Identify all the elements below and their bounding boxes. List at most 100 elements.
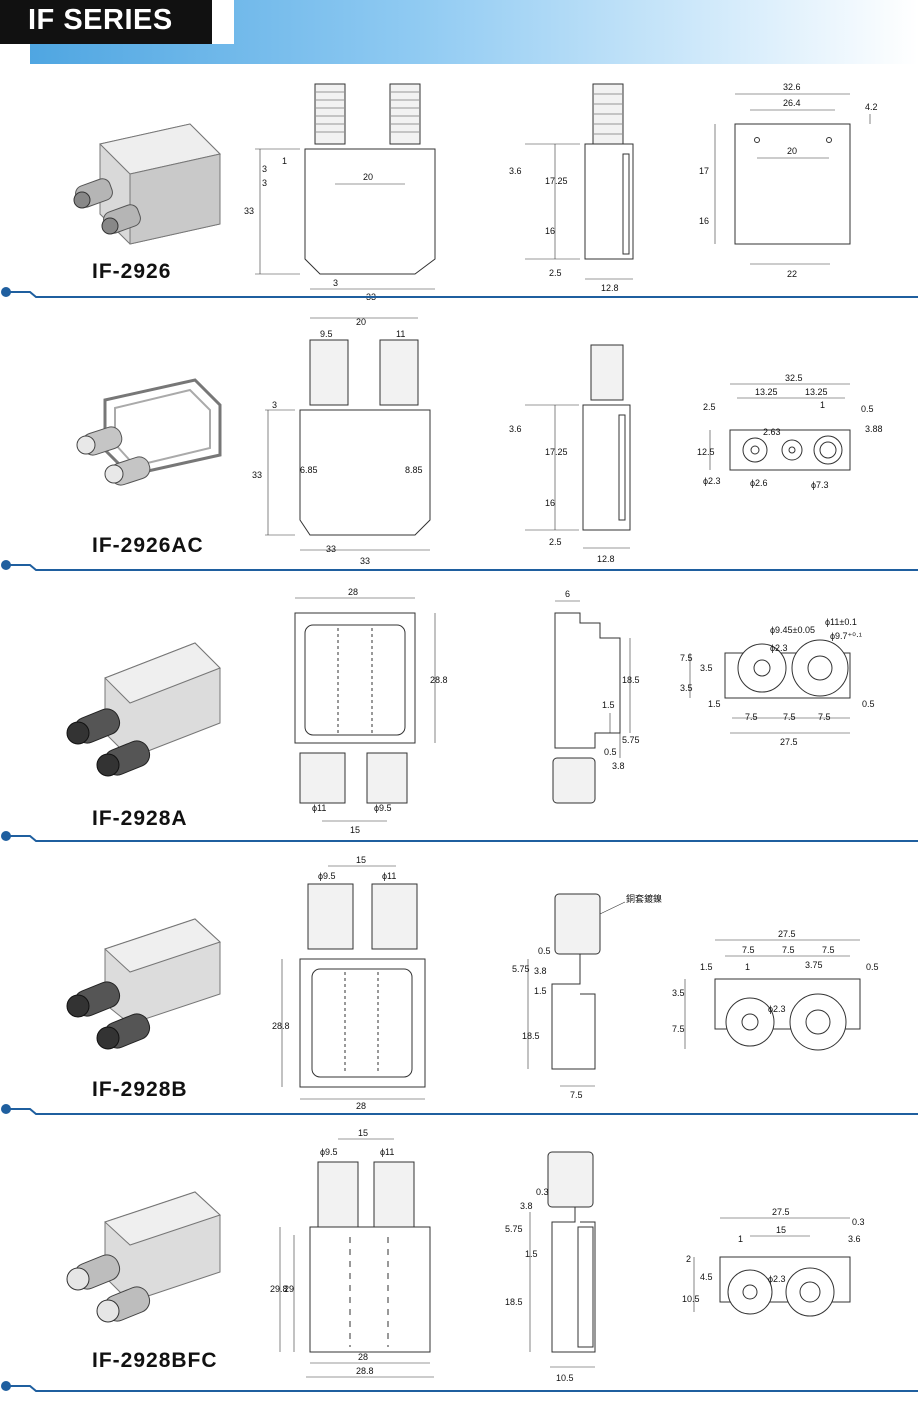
dim-label: 33 [252, 470, 262, 480]
dim-label: 7.5 [782, 945, 795, 955]
dim-label: 3.6 [509, 166, 522, 176]
dim-label: 6 [565, 589, 570, 599]
header-divider [212, 0, 234, 44]
dim-label: 7.5 [818, 712, 831, 722]
dim-label: 15 [356, 855, 366, 865]
dim-label: 7.5 [742, 945, 755, 955]
dim-label: 1 [745, 962, 750, 972]
dim-label: ϕ11 [382, 871, 396, 881]
dim-label: 7.5 [822, 945, 835, 955]
dim-label: 4.2 [865, 102, 878, 112]
page-header: IF SERIES [0, 0, 918, 64]
dim-label: 28 [348, 587, 358, 597]
dim-label: 1 [820, 400, 825, 410]
dim-label: 9.5 [320, 329, 333, 339]
dim-label: 1.5 [525, 1249, 538, 1259]
dim-label: ϕ9.5 [374, 803, 392, 813]
dim-label: 3.8 [534, 966, 547, 976]
model-name: IF-2926 [92, 260, 172, 283]
dim-label: 15 [358, 1128, 368, 1138]
dim-label: 20 [787, 146, 797, 156]
dim-label: 4.5 [700, 1272, 713, 1282]
dim-label: 1.5 [700, 962, 713, 972]
dim-label: ϕ2.3 [703, 476, 721, 486]
dim-label: ϕ2.3 [768, 1004, 786, 1014]
dim-label: 26.4 [783, 98, 801, 108]
dim-label: 18.5 [622, 675, 640, 685]
dim-label: 28.8 [356, 1366, 374, 1376]
dim-label: 15 [350, 825, 360, 835]
dim-label: ϕ9.5 [318, 871, 336, 881]
side-view-drawing: 銅套鍍鎳 0.5 5.75 3.8 1.5 18.5 7.5 [512, 893, 662, 1100]
front-view-drawing: 15 ϕ9.5 ϕ11 28.8 28 [272, 855, 426, 1111]
dim-label: 1 [282, 156, 287, 166]
dim-label: 28.8 [272, 1021, 290, 1031]
dim-label: 17.25 [545, 176, 568, 186]
dim-label: 7.5 [680, 653, 693, 663]
dim-label: 29.8 [270, 1284, 288, 1294]
page-title: IF SERIES [28, 4, 173, 36]
dim-label: 33 [360, 556, 370, 566]
dim-label: 3.8 [612, 761, 625, 771]
dim-label: 28 [358, 1352, 368, 1362]
dim-label: ϕ7.3 [811, 480, 829, 490]
dim-label: 0.5 [866, 962, 879, 972]
dim-label: 3.5 [680, 683, 693, 693]
dim-label: 7.5 [745, 712, 758, 722]
dim-label: 6.85 [300, 465, 318, 475]
dim-label: 0.3 [852, 1217, 865, 1227]
dim-label: ϕ9.45±0.05 [770, 625, 815, 635]
dim-label: 3.6 [848, 1234, 861, 1244]
dim-label: 2.5 [549, 537, 562, 547]
dim-label: 10.5 [682, 1294, 700, 1304]
product-section-if-2928a: IF-2928A 28 28.8 ϕ11 ϕ9.5 15 6 18.5 1.5 … [0, 573, 918, 835]
section-divider [1, 1104, 918, 1115]
dim-label: 3.5 [700, 663, 713, 673]
bottom-view-drawing: ϕ9.45±0.05 ϕ11±0.1 ϕ9.7⁺⁰·¹ ϕ2.3 7.5 3.5… [680, 617, 875, 747]
front-view-drawing: 15 ϕ9.5 ϕ11 29.8 29 28 28.8 [270, 1128, 434, 1378]
dim-label: 0.5 [861, 404, 874, 414]
product-section-if-2928bfc: IF-2928BFC 15 ϕ9.5 ϕ11 29.8 29 28 28.8 0… [0, 1117, 918, 1387]
dim-label: 1.5 [602, 700, 615, 710]
dim-label: 5.75 [512, 964, 530, 974]
dim-label: 2.5 [703, 402, 716, 412]
front-view-drawing: 3 1 3 20 33 3 33 [244, 83, 436, 302]
dim-label: ϕ2.6 [750, 478, 768, 488]
dim-label: 17.25 [545, 447, 568, 457]
side-view-drawing: 3.6 17.25 16 2.5 12.8 [509, 344, 631, 564]
dim-label: 2 [686, 1254, 691, 1264]
dim-label: 28 [356, 1101, 366, 1111]
dim-label: 0.5 [862, 699, 875, 709]
product-section-if-2926ac: IF-2926AC 20 9.5 11 3 33 6.85 8.85 33 33… [0, 300, 918, 566]
dim-label: 3.88 [865, 424, 883, 434]
dim-label: 0.5 [538, 946, 551, 956]
dim-label: 18.5 [505, 1297, 523, 1307]
dim-label: 33 [326, 544, 336, 554]
dim-label: 22 [787, 269, 797, 279]
dim-label: ϕ9.7⁺⁰·¹ [830, 631, 862, 641]
dim-label: 7.5 [783, 712, 796, 722]
dim-label: 銅套鍍鎳 [626, 893, 662, 904]
dim-label: 5.75 [622, 735, 640, 745]
dim-label: 8.85 [405, 465, 423, 475]
product-photo [76, 378, 222, 486]
product-section-if-2928b: IF-2928B 15 ϕ9.5 ϕ11 28.8 28 銅套鍍鎳 0.5 5.… [0, 844, 918, 1111]
side-view-drawing: 0.3 3.8 5.75 1.5 18.5 10.5 [505, 1151, 596, 1383]
dim-label: 27.5 [778, 929, 796, 939]
dim-label: 7.5 [570, 1090, 583, 1100]
section-divider [1, 287, 918, 298]
dim-label: ϕ2.3 [768, 1274, 786, 1284]
dim-label: 0.5 [604, 747, 617, 757]
model-name: IF-2928B [92, 1078, 188, 1101]
model-name: IF-2928BFC [92, 1349, 218, 1372]
dim-label: 3 [333, 278, 338, 288]
dim-label: 12.8 [597, 554, 615, 564]
bottom-view-drawing: 27.5 0.3 15 1 3.6 2 4.5 10.5 ϕ2.3 [682, 1207, 865, 1317]
side-view-drawing: 3.6 17.25 16 2.5 12.8 [509, 83, 634, 293]
dim-label: 13.25 [755, 387, 778, 397]
dim-label: 12.8 [601, 283, 619, 293]
dim-label: 20 [363, 172, 373, 182]
dim-label: 20 [356, 317, 366, 327]
dim-label: 28.8 [430, 675, 448, 685]
dim-label: 3.75 [805, 960, 823, 970]
